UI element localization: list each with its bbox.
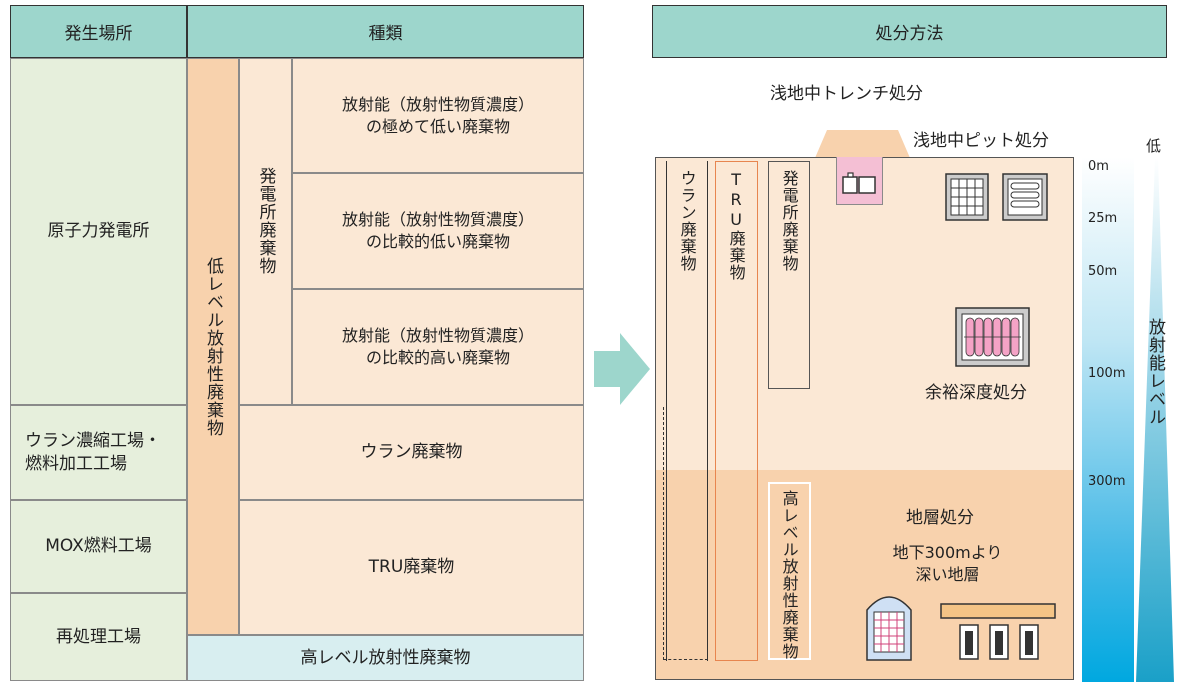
type-relatively-high-line2: の比較的高い廃棄物 (365, 348, 510, 367)
power-plant-column-label: 発電所廃棄物 (779, 170, 799, 272)
uranium-column-dashed (663, 407, 708, 660)
depth-scale-bar (1082, 157, 1134, 682)
header-type: 種類 (187, 5, 584, 58)
high-level-column-label: 高レベル放射性廃棄物 (779, 490, 799, 660)
label-intermediate: 余裕深度処分 (925, 383, 1027, 403)
geological-note-line1: 地下300mより (892, 543, 1003, 562)
low-level-band: 低レベル放射性廃棄物 (187, 58, 239, 635)
label-trench: 浅地中トレンチ処分 (770, 84, 923, 104)
type-tru-waste: TRU廃棄物 (239, 500, 584, 635)
radioactivity-wedge (1136, 158, 1174, 682)
source-nuclear-plant: 原子力発電所 (10, 58, 187, 405)
type-high-level: 高レベル放射性廃棄物 (187, 635, 584, 681)
type-relatively-low-line2: の比較的低い廃棄物 (365, 232, 510, 251)
low-level-label: 低レベル放射性廃棄物 (203, 256, 224, 437)
tru-column-label: TRU廃棄物 (726, 170, 746, 281)
source-mox-plant: MOX燃料工場 (10, 500, 187, 593)
source-uranium-plant: ウラン濃縮工場・ 燃料加工工場 (10, 405, 187, 500)
radioactivity-low-label: 低 (1146, 137, 1162, 155)
flow-arrow-icon (594, 333, 650, 405)
source-uranium-line2: 燃料加工工場 (25, 453, 127, 474)
depth-100m: 100m (1088, 366, 1126, 381)
high-level-column (768, 482, 811, 660)
power-plant-waste-label: 発電所廃棄物 (255, 167, 276, 275)
header-method: 処分方法 (652, 5, 1167, 58)
type-relatively-high: 放射能（放射性物質濃度） の比較的高い廃棄物 (292, 289, 584, 405)
label-pit: 浅地中ピット処分 (913, 131, 1049, 151)
geological-tunnel-icon (866, 596, 912, 661)
trench-mound (815, 130, 910, 158)
depth-0m: 0m (1088, 159, 1109, 174)
type-relatively-low: 放射能（放射性物質濃度） の比較的低い廃棄物 (292, 173, 584, 289)
type-very-low-line1: 放射能（放射性物質濃度） (341, 94, 534, 114)
power-plant-waste-band: 発電所廃棄物 (239, 58, 292, 405)
depth-50m: 50m (1088, 264, 1118, 279)
pit-facility-icon (945, 173, 1048, 221)
type-very-low-line2: の極めて低い廃棄物 (365, 116, 510, 136)
power-plant-column (768, 161, 810, 389)
type-relatively-high-line1: 放射能（放射性物質濃度） (341, 326, 534, 346)
depth-25m: 25m (1088, 211, 1118, 226)
header-source: 発生場所 (10, 5, 187, 58)
uranium-column-label: ウラン廃棄物 (677, 170, 697, 272)
type-relatively-low-line1: 放射能（放射性物質濃度） (341, 210, 534, 230)
geological-vault-icon (940, 603, 1056, 660)
source-reprocessing-plant: 再処理工場 (10, 593, 187, 681)
type-uranium-waste: ウラン廃棄物 (239, 405, 584, 500)
intermediate-facility-icon (955, 307, 1030, 367)
radioactivity-level-label: 放射能レベル (1145, 318, 1165, 426)
geological-note: 地下300mより 深い地層 (880, 542, 1015, 585)
trench-drum-icon (842, 172, 876, 194)
depth-300m: 300m (1088, 474, 1126, 489)
geological-note-line2: 深い地層 (915, 564, 980, 584)
tru-column (715, 161, 758, 661)
label-geological: 地層処分 (906, 508, 974, 528)
source-uranium-line1: ウラン濃縮工場・ (25, 431, 161, 452)
type-very-low: 放射能（放射性物質濃度） の極めて低い廃棄物 (292, 58, 584, 173)
